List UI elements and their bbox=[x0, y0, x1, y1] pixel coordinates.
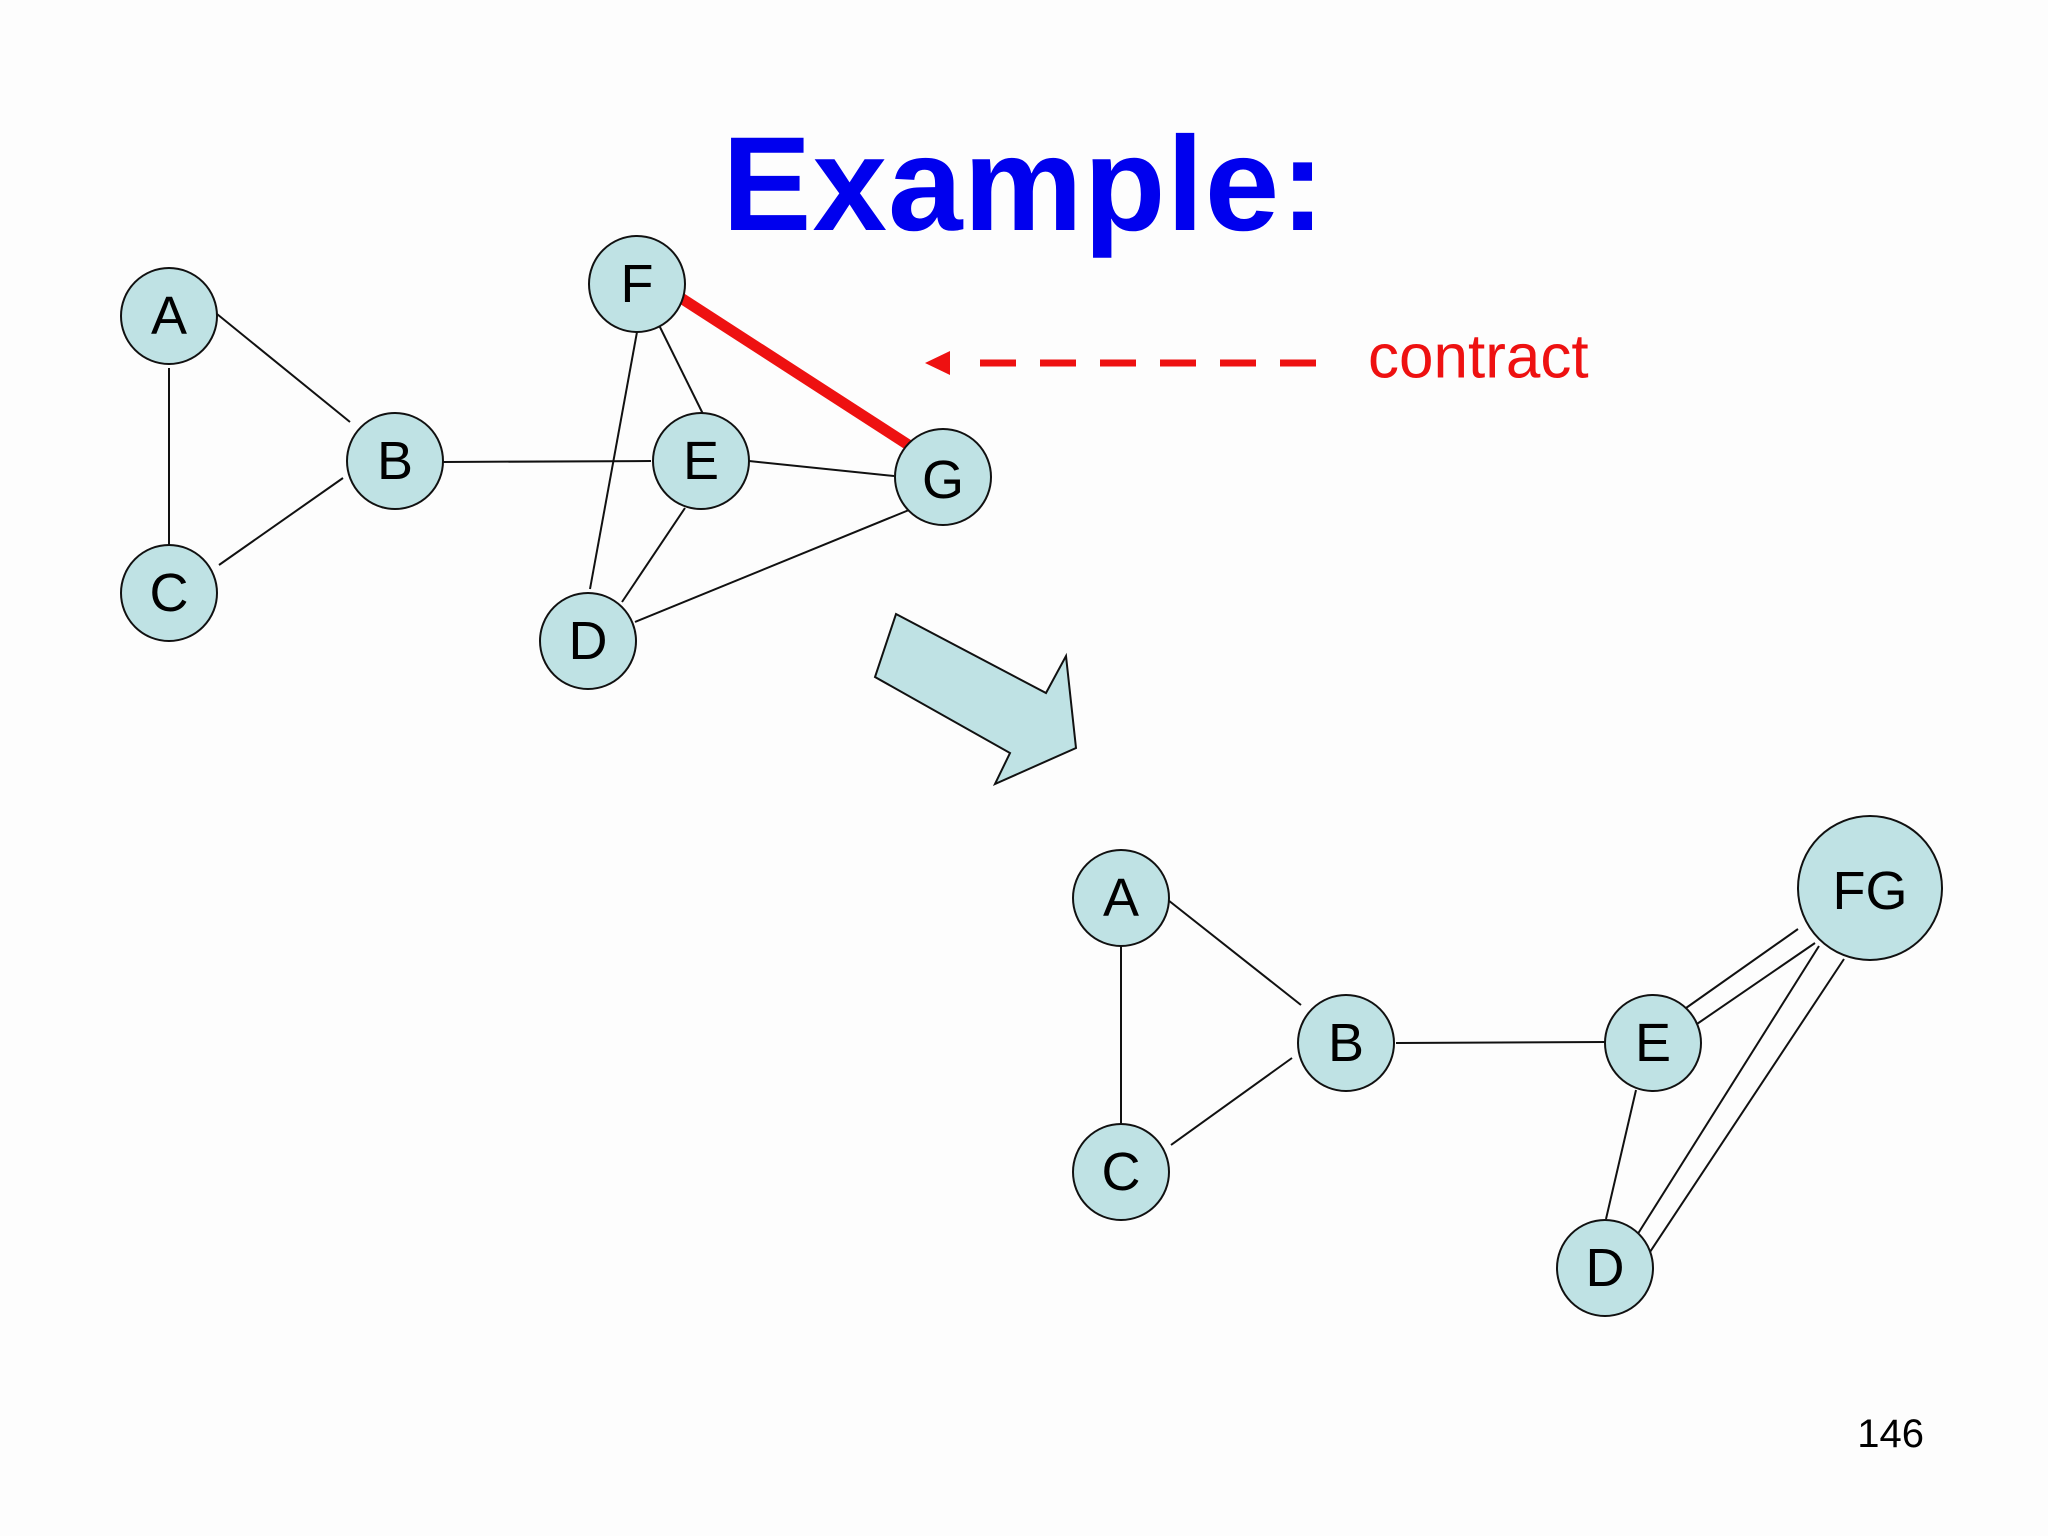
edge-d-g bbox=[634, 509, 910, 623]
node-label: G bbox=[922, 450, 964, 510]
node-label: B bbox=[377, 431, 413, 491]
edge-d-fg-1 bbox=[1633, 945, 1820, 1241]
node-label: B bbox=[1328, 1013, 1364, 1073]
slide-title: Example: bbox=[722, 110, 1326, 259]
node-label: C bbox=[1102, 1142, 1141, 1202]
node-label: A bbox=[151, 286, 187, 346]
edge-e-d bbox=[1605, 1089, 1637, 1220]
before-graph bbox=[168, 312, 910, 623]
node-a: A bbox=[120, 267, 218, 365]
node-e: E bbox=[652, 412, 750, 510]
node-label: A bbox=[1103, 868, 1139, 928]
node-label: D bbox=[569, 611, 608, 671]
node-c: C bbox=[1072, 1123, 1170, 1221]
node-g: G bbox=[894, 428, 992, 526]
edge-a-b bbox=[216, 313, 351, 423]
edge-e-fg-2 bbox=[1693, 942, 1816, 1027]
node-b: B bbox=[1297, 994, 1395, 1092]
edge-b-c bbox=[218, 477, 344, 566]
contract-arrow bbox=[925, 351, 1316, 375]
node-label: E bbox=[1635, 1013, 1671, 1073]
node-label: F bbox=[621, 254, 654, 314]
node-d: D bbox=[1556, 1219, 1654, 1317]
contract-label: contract bbox=[1368, 323, 1589, 392]
edge-f-d bbox=[589, 331, 638, 590]
transform-arrow-icon bbox=[873, 612, 1078, 787]
node-f: F bbox=[588, 235, 686, 333]
after-graph bbox=[1120, 899, 1845, 1253]
contract-arrowhead-icon bbox=[925, 351, 950, 375]
edge-b-e bbox=[442, 460, 652, 463]
edge-b-c bbox=[1170, 1057, 1293, 1146]
edge-e-d bbox=[621, 507, 686, 603]
node-label: E bbox=[683, 431, 719, 491]
node-label: C bbox=[150, 563, 189, 623]
edge-a-b bbox=[1167, 899, 1302, 1006]
page-number: 146 bbox=[1857, 1412, 1924, 1456]
node-b: B bbox=[346, 412, 444, 510]
node-fg: FG bbox=[1797, 815, 1943, 961]
edge-b-e bbox=[1395, 1041, 1607, 1044]
edge-e-g bbox=[748, 460, 895, 477]
edge-d-fg-2 bbox=[1649, 958, 1845, 1253]
node-label: FG bbox=[1833, 861, 1908, 921]
edge-e-fg-1 bbox=[1685, 928, 1799, 1009]
node-d: D bbox=[539, 592, 637, 690]
edge-f-e bbox=[652, 312, 704, 415]
node-label: D bbox=[1586, 1238, 1625, 1298]
node-c: C bbox=[120, 544, 218, 642]
node-e: E bbox=[1604, 994, 1702, 1092]
node-a: A bbox=[1072, 849, 1170, 947]
contracted-edge-f-g bbox=[678, 293, 913, 451]
